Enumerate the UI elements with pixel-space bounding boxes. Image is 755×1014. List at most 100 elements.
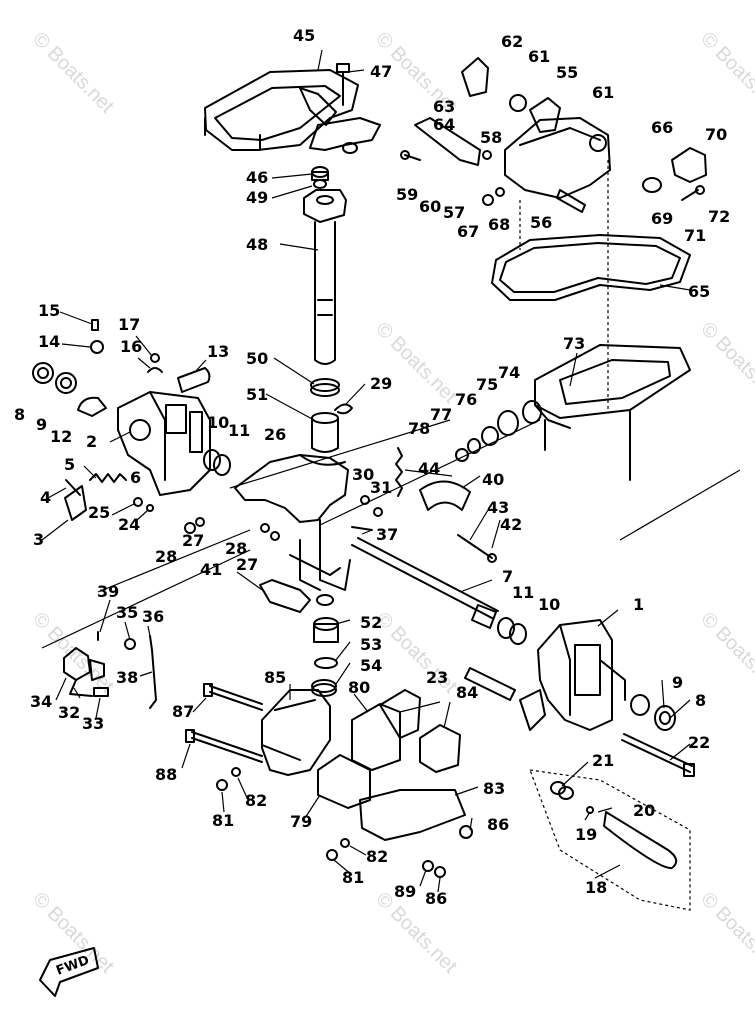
small-parts-14-17-drawing bbox=[90, 319, 163, 373]
callout-3: 3 bbox=[33, 530, 44, 549]
callout-8-2: 8 bbox=[695, 691, 706, 710]
watermark-text: © Boats.net bbox=[28, 28, 118, 118]
callout-82-2: 82 bbox=[366, 847, 388, 866]
bushing-46-49-drawing bbox=[311, 166, 329, 189]
callout-89: 89 bbox=[394, 882, 416, 901]
callout-86-2: 86 bbox=[425, 889, 447, 908]
washers-10-11-right-drawing bbox=[497, 617, 527, 645]
callout-87: 87 bbox=[172, 702, 194, 721]
callout-88: 88 bbox=[155, 765, 177, 784]
watermark-text: © Boats.net bbox=[696, 608, 755, 698]
callout-73: 73 bbox=[563, 334, 585, 353]
callout-83: 83 bbox=[483, 779, 505, 798]
bracket-41-drawing bbox=[259, 579, 311, 613]
callout-6: 6 bbox=[130, 468, 141, 487]
callout-20: 20 bbox=[633, 801, 655, 820]
callout-68: 68 bbox=[488, 215, 510, 234]
callout-76: 76 bbox=[455, 390, 477, 409]
callout-33: 33 bbox=[82, 714, 104, 733]
callout-41: 41 bbox=[200, 560, 222, 579]
callout-1: 1 bbox=[633, 595, 644, 614]
callout-30: 30 bbox=[352, 465, 374, 484]
spring-29-drawing bbox=[334, 403, 353, 415]
callout-75: 75 bbox=[476, 375, 498, 394]
callout-39: 39 bbox=[97, 582, 119, 601]
mount-dampers-drawing bbox=[317, 689, 461, 809]
callout-71: 71 bbox=[684, 226, 706, 245]
callout-31: 31 bbox=[370, 478, 392, 497]
callout-38: 38 bbox=[116, 668, 138, 687]
small-fasteners-drawing bbox=[216, 767, 473, 878]
watermark-text: © Boats.net bbox=[371, 318, 461, 408]
callout-54: 54 bbox=[360, 656, 382, 675]
washers-10-11-left-drawing bbox=[203, 449, 231, 476]
callout-48: 48 bbox=[246, 235, 268, 254]
callout-4: 4 bbox=[40, 488, 51, 507]
nut-washer-left-drawing bbox=[32, 362, 77, 394]
callout-9-2: 9 bbox=[672, 673, 683, 692]
callout-27: 27 bbox=[182, 531, 204, 550]
callout-19: 19 bbox=[575, 825, 597, 844]
callout-32: 32 bbox=[58, 703, 80, 722]
callout-72: 72 bbox=[708, 207, 730, 226]
callout-36: 36 bbox=[142, 607, 164, 626]
callout-11: 11 bbox=[228, 421, 250, 440]
callout-2: 2 bbox=[86, 432, 97, 451]
callout-82: 82 bbox=[245, 791, 267, 810]
washer-bushing-drawing bbox=[310, 378, 340, 453]
callout-9: 9 bbox=[36, 415, 47, 434]
callout-62: 62 bbox=[501, 32, 523, 51]
callout-57: 57 bbox=[443, 203, 465, 222]
callout-65: 65 bbox=[688, 282, 710, 301]
callout-67: 67 bbox=[457, 222, 479, 241]
tilt-lever-parts-drawing bbox=[63, 631, 157, 709]
cowling-plate-drawing bbox=[534, 344, 691, 481]
bushings-52-54-drawing bbox=[311, 617, 339, 697]
swivel-bracket-drawing bbox=[234, 454, 351, 606]
callout-63: 63 bbox=[433, 97, 455, 116]
callout-80: 80 bbox=[348, 678, 370, 697]
callout-49: 49 bbox=[246, 188, 268, 207]
watermark-text: © Boats.net bbox=[696, 318, 755, 408]
spring-44-drawing bbox=[395, 447, 403, 497]
guide-lines bbox=[41, 49, 741, 893]
callout-7: 7 bbox=[502, 567, 513, 586]
grommets-drawing bbox=[455, 400, 542, 462]
small-bolts-drawing bbox=[351, 495, 383, 531]
callout-78: 78 bbox=[408, 419, 430, 438]
callout-43: 43 bbox=[487, 498, 509, 517]
callout-17: 17 bbox=[118, 315, 140, 334]
callout-69: 69 bbox=[651, 209, 673, 228]
tilt-tube-drawing bbox=[351, 537, 499, 629]
callout-34: 34 bbox=[30, 692, 52, 711]
callout-22: 22 bbox=[688, 733, 710, 752]
bolt-22-drawing bbox=[621, 733, 695, 777]
nut-washer-right-drawing bbox=[630, 694, 676, 731]
callout-58: 58 bbox=[480, 128, 502, 147]
callout-13: 13 bbox=[207, 342, 229, 361]
callout-46: 46 bbox=[246, 168, 268, 187]
small-parts-27-28-drawing bbox=[184, 517, 280, 541]
callout-55: 55 bbox=[556, 63, 578, 82]
callout-21: 21 bbox=[592, 751, 614, 770]
callout-27-2: 27 bbox=[236, 555, 258, 574]
callout-56: 56 bbox=[530, 213, 552, 232]
callout-53: 53 bbox=[360, 635, 382, 654]
steering-shaft-drawing bbox=[303, 189, 347, 365]
tilt-rod-drawing bbox=[529, 769, 691, 911]
bolt-47-drawing bbox=[336, 63, 350, 106]
callout-81-2: 81 bbox=[342, 868, 364, 887]
cap-parts-drawing bbox=[642, 147, 707, 201]
steering-bracket-drawing bbox=[204, 69, 381, 154]
clamp-bracket-left-drawing bbox=[117, 391, 211, 496]
callout-77: 77 bbox=[430, 405, 452, 424]
callout-26: 26 bbox=[264, 425, 286, 444]
callout-23: 23 bbox=[426, 668, 448, 687]
callout-52: 52 bbox=[360, 613, 382, 632]
callout-50: 50 bbox=[246, 349, 268, 368]
callout-5: 5 bbox=[64, 455, 75, 474]
callout-28: 28 bbox=[155, 547, 177, 566]
pin-13-drawing bbox=[177, 367, 211, 393]
